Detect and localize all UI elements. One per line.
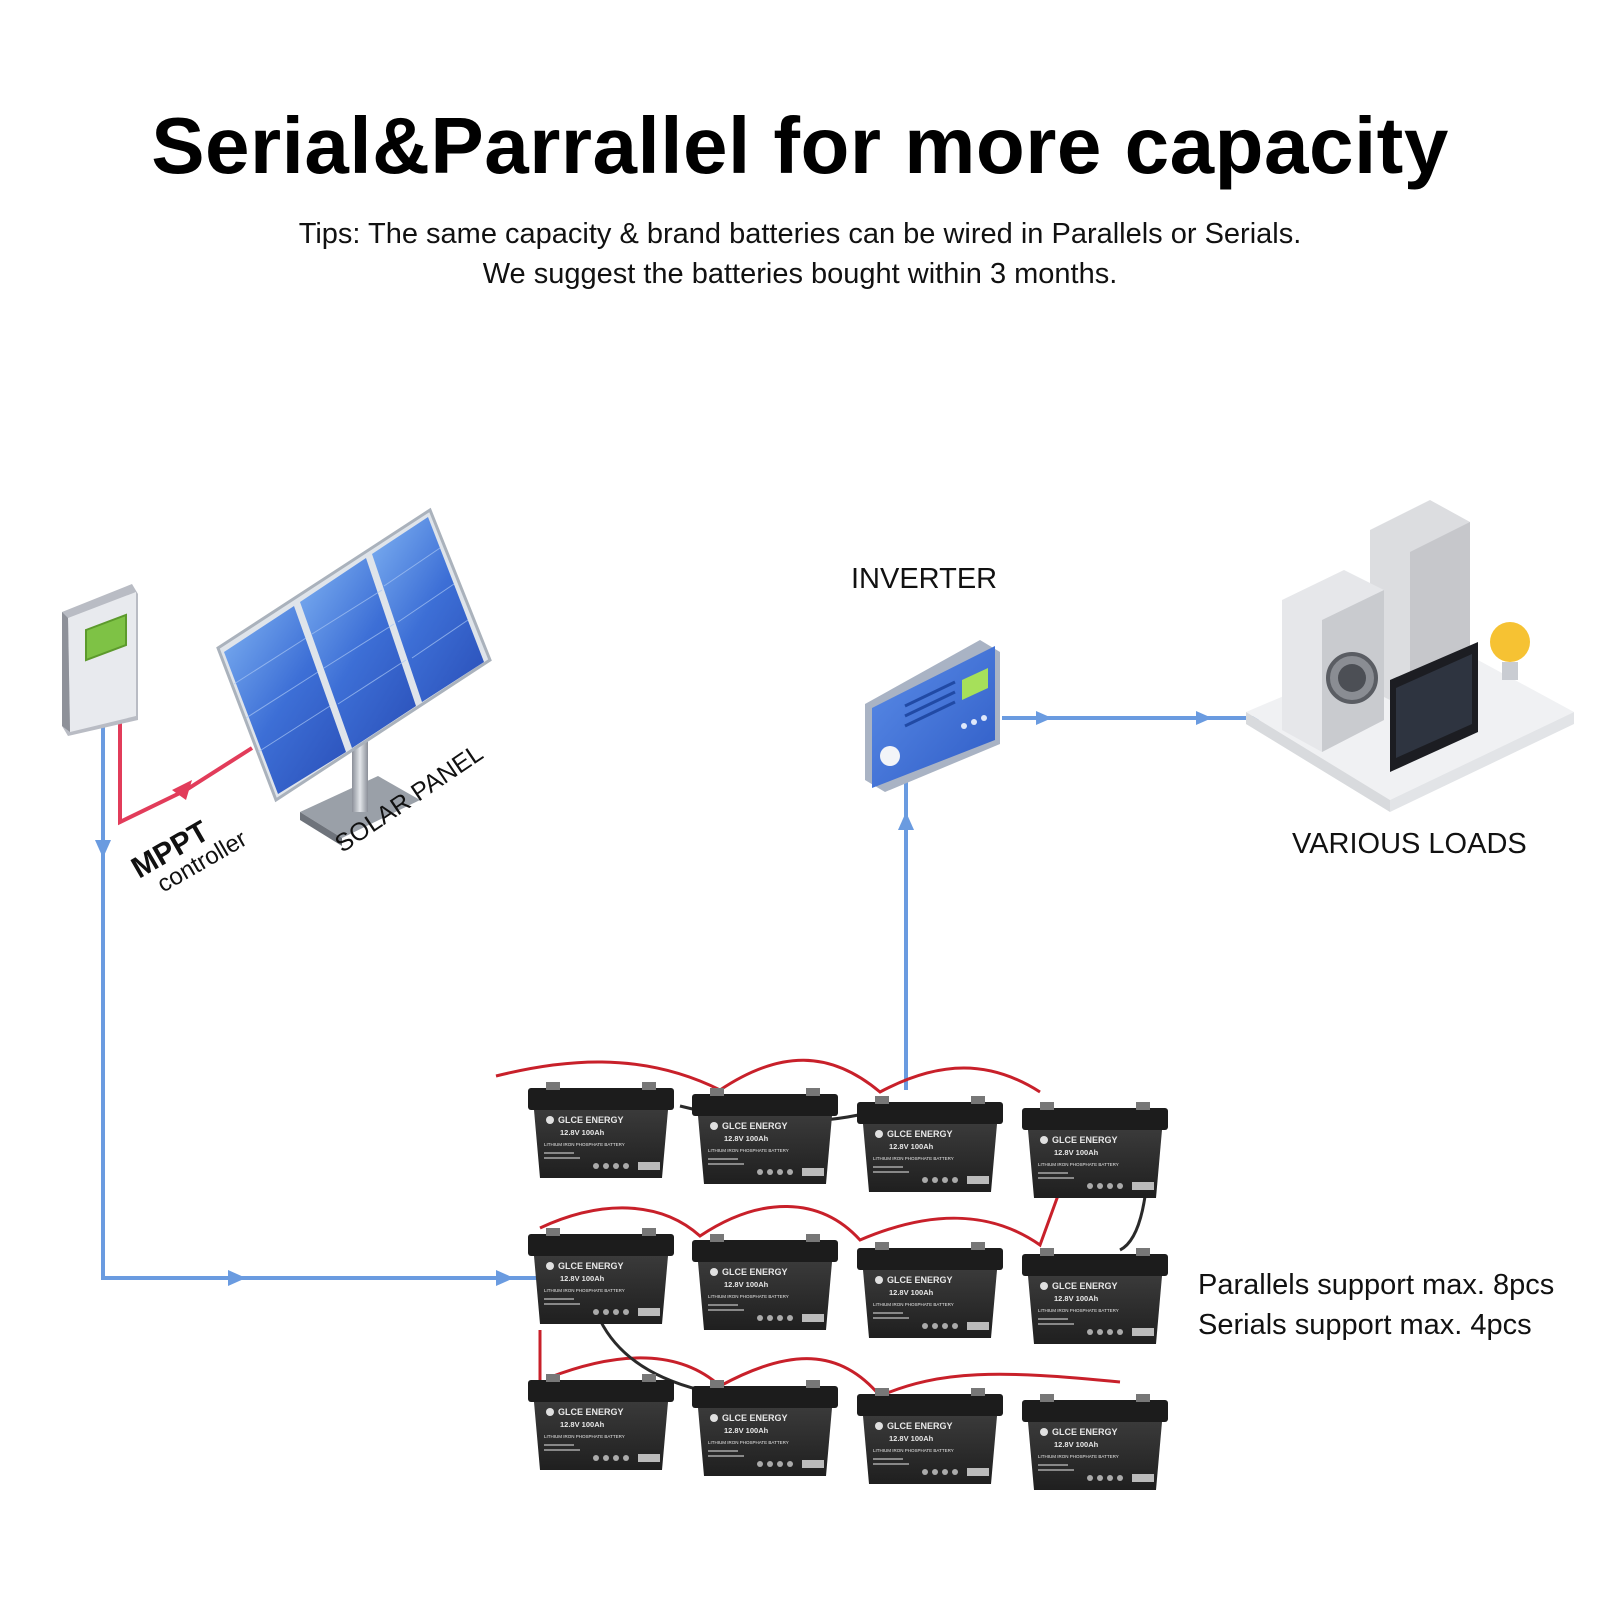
tips-line-1: Tips: The same capacity & brand batterie… [298, 218, 1302, 250]
serials-support-text: Serials support max. 4pcs [1198, 1309, 1532, 1341]
tips-line-2: We suggest the batteries bought within 3… [482, 258, 1118, 290]
various-loads-label: VARIOUS LOADS [1292, 828, 1527, 860]
battery-bank [528, 1082, 1168, 1490]
solar-panel-icon [216, 507, 492, 846]
appliances-icon [1246, 500, 1574, 812]
mppt-controller-icon [62, 584, 138, 736]
inverter-icon [865, 640, 1000, 792]
flow-arrows [95, 711, 1212, 1286]
page-title: Serial&Parrallel for more capacity [151, 101, 1449, 190]
tips-text: Tips: The same capacity & brand batterie… [0, 214, 1600, 294]
parallels-support-text: Parallels support max. 8pcs [1198, 1269, 1555, 1301]
battery-support-note: Parallels support max. 8pcs Serials supp… [1198, 1265, 1554, 1345]
inverter-label: INVERTER [851, 563, 998, 595]
panel-to-controller-wire [118, 712, 254, 826]
